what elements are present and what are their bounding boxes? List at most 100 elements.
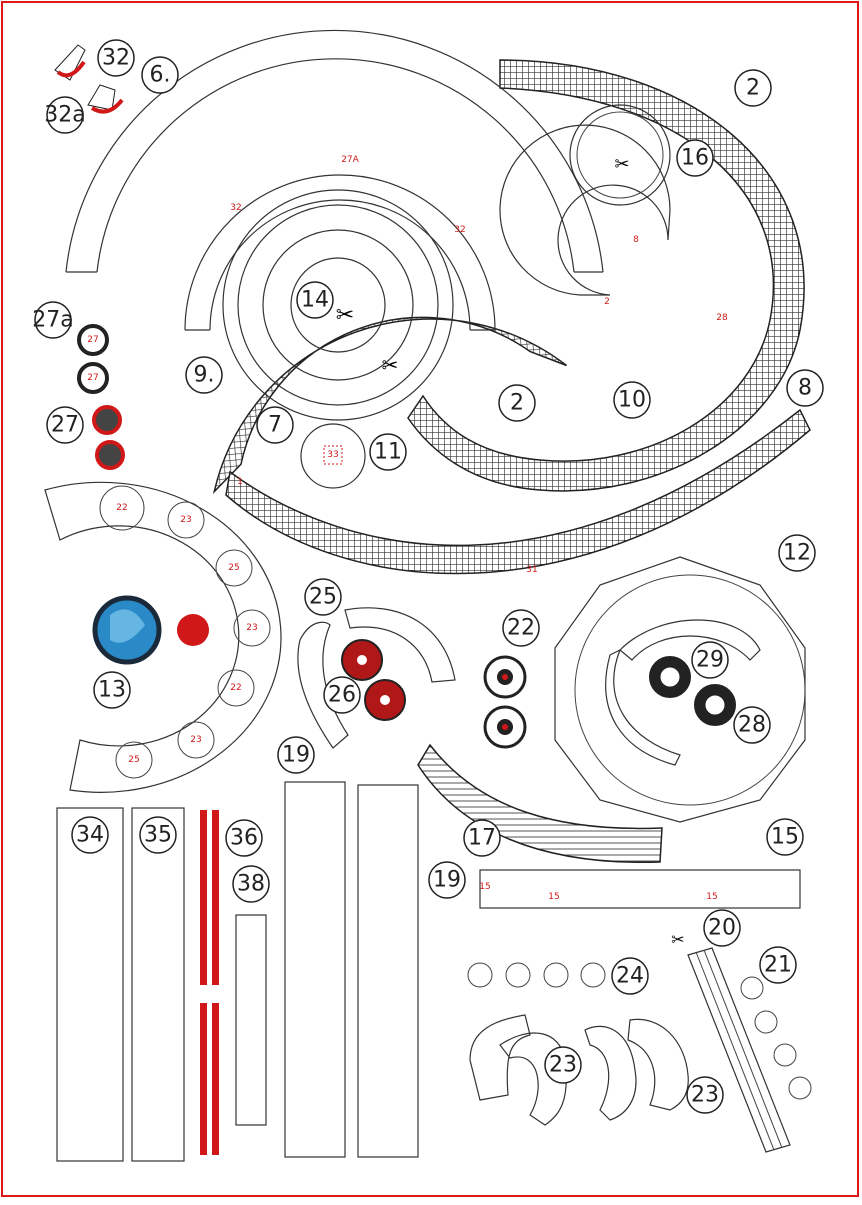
label-p14: 14 <box>296 281 334 319</box>
label-circle-p10 <box>613 381 651 419</box>
mark-m15a: 15 <box>479 882 490 892</box>
label-text-p19b: 19 <box>433 868 461 893</box>
mark-m32a: 32 <box>230 203 241 213</box>
label-circle-p19a <box>277 736 315 774</box>
part-35-rect <box>131 807 185 1162</box>
label-p8: 8 <box>786 369 824 407</box>
red-marks: 27A3232338228311222325232225232727181515… <box>87 155 728 902</box>
label-text-p36: 36 <box>230 826 258 851</box>
label-text-p24: 24 <box>616 964 644 989</box>
scissors-icon: ✂ <box>336 303 354 328</box>
mark-m31: 31 <box>526 565 537 575</box>
mark-m25b: 25 <box>128 755 139 765</box>
label-p36: 36 <box>225 819 263 857</box>
label-p23b: 23 <box>686 1076 724 1114</box>
part-6-arc <box>65 29 604 273</box>
scissors-icon-3: ✂ <box>614 154 629 175</box>
grid-band-right <box>408 78 531 418</box>
grid-band-left <box>212 316 568 495</box>
label-text-p38: 38 <box>237 872 265 897</box>
label-p25: 25 <box>304 578 342 616</box>
label-text-p17: 17 <box>468 826 496 851</box>
label-text-p9: 9. <box>194 363 215 388</box>
grid-band-8 <box>225 408 811 575</box>
label-circle-p20 <box>703 909 741 947</box>
label-circle-p38 <box>232 865 270 903</box>
label-text-p28: 28 <box>738 713 766 738</box>
label-p24: 24 <box>611 957 649 995</box>
label-p26: 26 <box>323 676 361 714</box>
label-p16: 16 <box>676 139 714 177</box>
label-p12: 12 <box>778 534 816 572</box>
label-text-p34: 34 <box>76 823 104 848</box>
label-text-p8: 8 <box>798 376 812 401</box>
label-circle-p23b <box>686 1076 724 1114</box>
part-10-ring <box>499 124 671 296</box>
part-23-crescent-b <box>584 1025 637 1121</box>
label-circle-p16 <box>676 139 714 177</box>
part-19-rect-b <box>357 784 419 1158</box>
label-circle-p29 <box>691 641 729 679</box>
part-27-disc <box>92 405 122 435</box>
label-circle-p23a <box>544 1046 582 1084</box>
label-circle-p22 <box>502 609 540 647</box>
label-circle-p25 <box>304 578 342 616</box>
label-text-p6: 6. <box>150 63 171 88</box>
label-p27: 27 <box>46 406 84 444</box>
mark-m23b: 23 <box>246 623 257 633</box>
label-p22: 22 <box>502 609 540 647</box>
label-text-p19a: 19 <box>282 743 310 768</box>
label-circle-p24 <box>611 957 649 995</box>
label-p15: 15 <box>766 818 804 856</box>
label-circle-p7 <box>256 406 294 444</box>
part-6-arc-inner <box>96 58 575 273</box>
part-36-strip-a <box>200 810 207 1155</box>
mark-m11: 33 <box>327 450 338 460</box>
label-p29: 29 <box>691 641 729 679</box>
mark-m22: 22 <box>116 503 127 513</box>
mark-m32b: 32 <box>454 225 465 235</box>
part-23-crescent-a <box>469 1014 531 1101</box>
label-p9: 9. <box>185 356 223 394</box>
label-circle-p17 <box>463 819 501 857</box>
label-circle-p34 <box>71 816 109 854</box>
label-text-p16: 16 <box>681 146 709 171</box>
mark-m15c: 15 <box>706 892 717 902</box>
mark-m28: 28 <box>716 313 728 323</box>
mark-m27A: 27A <box>341 155 359 165</box>
mark-m25a: 25 <box>228 563 239 573</box>
numbered-circles-13 <box>99 485 271 779</box>
label-p13: 13 <box>93 671 131 709</box>
label-p7: 7 <box>256 406 294 444</box>
label-p6: 6. <box>141 56 179 94</box>
label-circle-p2b <box>498 384 536 422</box>
label-text-p32: 32 <box>102 46 130 71</box>
label-text-p7: 7 <box>268 413 282 438</box>
part-12-decagon <box>554 556 806 823</box>
part-32a-cone <box>87 84 116 111</box>
part-13-ring <box>44 481 282 793</box>
part-21-circles <box>740 976 812 1100</box>
mark-mc27a: 27 <box>87 335 98 345</box>
mark-m1: 1 <box>237 477 243 487</box>
label-text-p35: 35 <box>144 823 172 848</box>
label-circle-p14 <box>296 281 334 319</box>
label-text-p25: 25 <box>309 585 337 610</box>
label-text-p2a: 2 <box>746 76 760 101</box>
label-text-p12: 12 <box>783 541 811 566</box>
label-circle-p8 <box>786 369 824 407</box>
part-19-rect-a <box>284 781 346 1158</box>
part-18-red-disc <box>177 614 209 646</box>
label-circle-p28 <box>733 706 771 744</box>
label-circle-p27 <box>46 406 84 444</box>
label-circle-p11 <box>369 433 407 471</box>
label-p2b: 2 <box>498 384 536 422</box>
scissors-icon-2: ✂ <box>382 353 399 377</box>
part-17-band <box>417 743 663 864</box>
label-text-p11: 11 <box>374 440 402 465</box>
mark-mc27b: 27 <box>87 373 98 383</box>
label-text-p13: 13 <box>98 678 126 703</box>
part-15-strip <box>479 869 801 909</box>
part-24-eyelets <box>467 962 606 988</box>
